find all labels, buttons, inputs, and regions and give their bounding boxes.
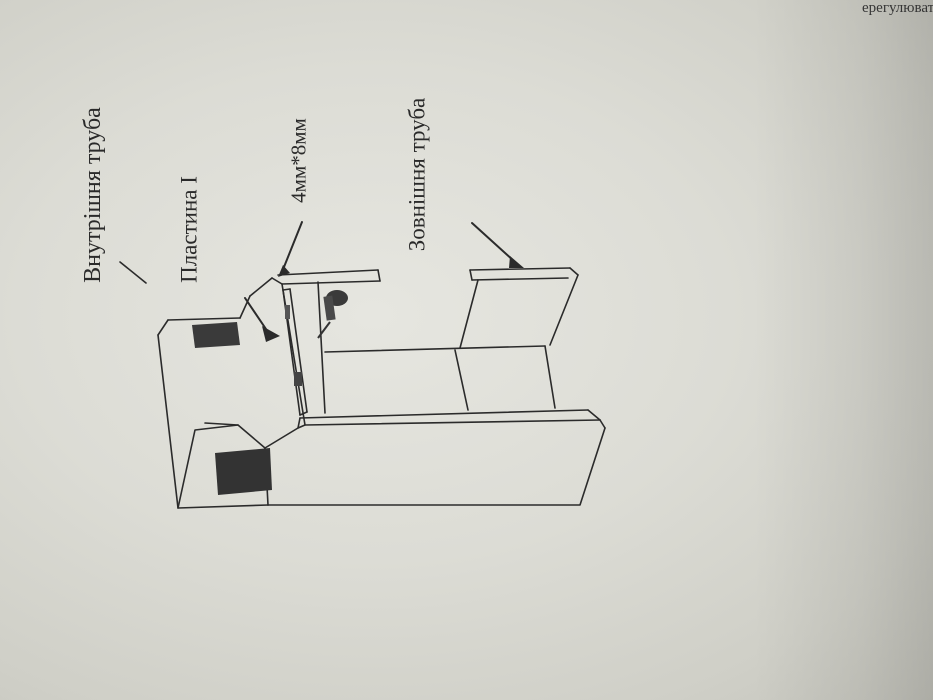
screw-icon <box>317 290 348 339</box>
arrow-head-plate <box>262 326 280 342</box>
plate-bolt-upper <box>285 305 290 319</box>
inner-tube-body <box>264 283 606 506</box>
outer-tube-sleeve <box>277 267 579 414</box>
label-inner-tube: Внутрішня труба <box>80 107 106 283</box>
arrow-head-screw <box>278 265 290 277</box>
label-outer-tube: Зовнішня труба <box>404 97 430 252</box>
filled-details <box>192 256 524 495</box>
upper-window <box>192 322 240 348</box>
cut-off-heading-text: ерегулювати висо <box>862 0 933 16</box>
leader-screw <box>281 221 303 273</box>
label-plate: Пластина I <box>176 176 202 283</box>
lower-window <box>215 448 272 495</box>
plate-bolt <box>294 372 302 386</box>
leader-inner-tube <box>119 261 147 284</box>
lower-panel <box>177 422 266 509</box>
label-screw-size: 4мм*8мм <box>286 118 311 203</box>
arrow-head-outer <box>509 256 524 268</box>
leader-outer-tube <box>471 222 516 263</box>
